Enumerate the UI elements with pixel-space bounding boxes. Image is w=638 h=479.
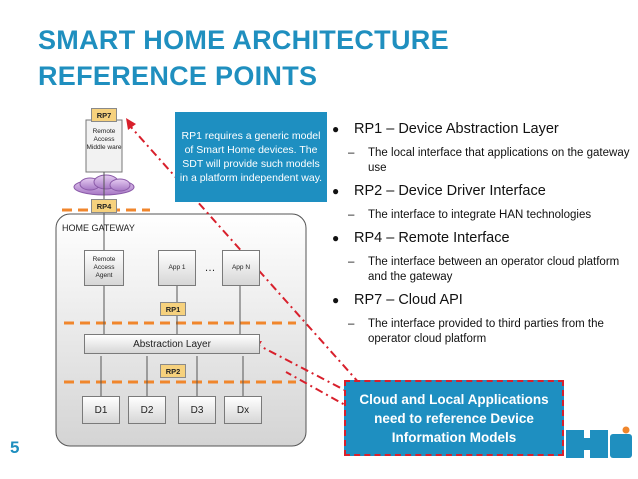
app-n-box: App N: [222, 250, 260, 286]
app-1-label: App 1: [168, 264, 186, 271]
title-line-1: SMART HOME ARCHITECTURE: [38, 25, 449, 55]
device-dx-label: Dx: [236, 404, 250, 416]
remote-access-agent-box: Remote Access Agent: [84, 250, 124, 286]
dash-icon: –: [348, 147, 355, 159]
app-n-label: App N: [231, 264, 251, 271]
abstraction-layer-box: Abstraction Layer: [84, 334, 260, 354]
sub-bullet-rp4: – The interface between an operator clou…: [348, 255, 632, 285]
reference-dashed-lines: [62, 208, 296, 384]
bullet-dot-icon: ●: [332, 122, 340, 136]
sub-bullet-rp1-text: The local interface that applications on…: [368, 147, 630, 174]
rp1-note-callout: RP1 requires a generic model of Smart Ho…: [175, 112, 327, 202]
device-d2-label: D2: [140, 404, 154, 416]
slide-title: SMART HOME ARCHITECTURE REFERENCE POINTS: [38, 22, 449, 94]
device-d3-label: D3: [190, 404, 204, 416]
cloud-apps-text: Cloud and Local Applications need to ref…: [359, 391, 549, 445]
rp7-tag: RP7: [91, 108, 117, 122]
bullet-dot-icon: ●: [332, 184, 340, 198]
app-1-box: App 1: [158, 250, 196, 286]
title-line-2: REFERENCE POINTS: [38, 61, 318, 91]
rp2-tag: RP2: [160, 364, 186, 378]
bullet-rp4-text: RP4 – Remote Interface: [354, 230, 510, 246]
home-gateway-label: HOME GATEWAY: [62, 223, 135, 233]
bullet-rp1-text: RP1 – Device Abstraction Layer: [354, 121, 559, 137]
reference-point-list: ● RP1 – Device Abstraction Layer – The l…: [332, 114, 632, 351]
slide-number: 5: [10, 438, 20, 457]
dash-icon: –: [348, 256, 355, 268]
bullet-rp2-text: RP2 – Device Driver Interface: [354, 183, 546, 199]
bullet-dot-icon: ●: [332, 231, 340, 245]
rp1-note-text: RP1 requires a generic model of Smart Ho…: [179, 130, 323, 184]
device-d2-box: D2: [128, 396, 166, 424]
remote-access-agent-label: Remote Access Agent: [92, 256, 116, 279]
device-dx-box: Dx: [224, 396, 262, 424]
bullet-rp2: ● RP2 – Device Driver Interface: [332, 182, 632, 201]
bullet-dot-icon: ●: [332, 293, 340, 307]
cloud-apps-callout: Cloud and Local Applications need to ref…: [344, 380, 564, 456]
device-d3-box: D3: [178, 396, 216, 424]
dash-icon: –: [348, 209, 355, 221]
reference-arrows: [129, 125, 361, 411]
sub-bullet-rp7-text: The interface provided to third parties …: [368, 318, 604, 345]
rp1-tag: RP1: [160, 302, 186, 316]
hgi-logo: [566, 426, 632, 458]
remote-access-middleware-label: Remote Access Middle ware: [86, 128, 122, 151]
bullet-rp7: ● RP7 – Cloud API: [332, 291, 632, 310]
sub-bullet-rp4-text: The interface between an operator cloud …: [368, 256, 620, 283]
bullet-rp1: ● RP1 – Device Abstraction Layer: [332, 120, 632, 139]
rp4-tag: RP4: [91, 199, 117, 213]
device-d1-label: D1: [94, 404, 108, 416]
sub-bullet-rp1: – The local interface that applications …: [348, 146, 632, 176]
sub-bullet-rp2-text: The interface to integrate HAN technolog…: [368, 209, 592, 221]
sub-bullet-rp2: – The interface to integrate HAN technol…: [348, 208, 632, 223]
dash-icon: –: [348, 318, 355, 330]
bullet-rp7-text: RP7 – Cloud API: [354, 292, 463, 308]
sub-bullet-rp7: – The interface provided to third partie…: [348, 317, 632, 347]
bullet-rp4: ● RP4 – Remote Interface: [332, 229, 632, 248]
device-d1-box: D1: [82, 396, 120, 424]
abstraction-layer-label: Abstraction Layer: [133, 338, 211, 350]
apps-ellipsis: …: [204, 262, 216, 274]
